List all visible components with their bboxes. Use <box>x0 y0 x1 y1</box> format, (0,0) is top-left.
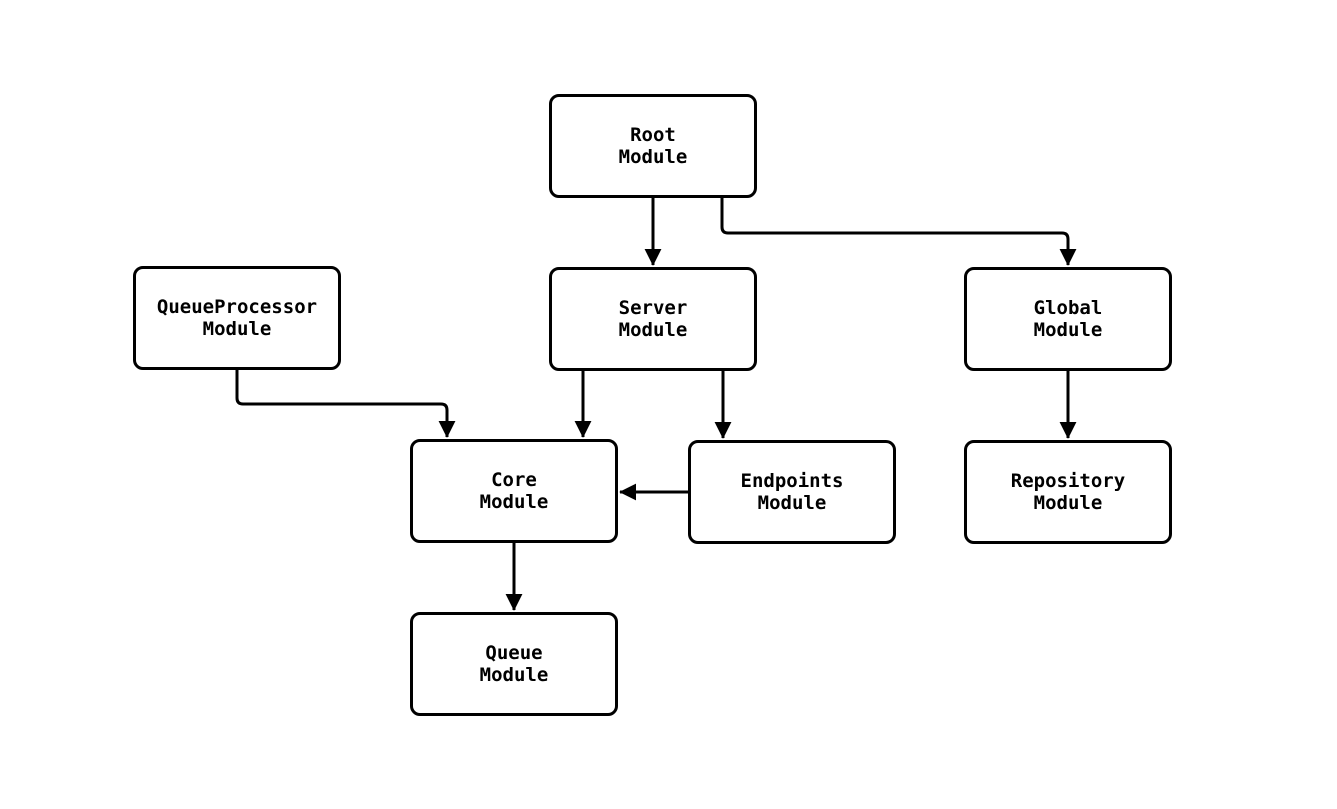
node-repository-module: Repository Module <box>964 440 1172 544</box>
node-endpoints-module: Endpoints Module <box>688 440 896 544</box>
node-repository-module-label: Repository Module <box>1010 470 1126 514</box>
node-core-module-label: Core Module <box>479 469 549 513</box>
node-server-module-label: Server Module <box>618 297 688 341</box>
node-root-module-label: Root Module <box>618 124 688 168</box>
node-server-module: Server Module <box>549 267 757 371</box>
node-queue-module-label: Queue Module <box>479 642 549 686</box>
edge-queueprocessor-to-core <box>235 370 456 438</box>
edge-root-to-global <box>720 198 1077 266</box>
node-queueprocessor-module-label: QueueProcessor Module <box>156 296 318 340</box>
node-global-module-label: Global Module <box>1033 297 1103 341</box>
node-endpoints-module-label: Endpoints Module <box>740 470 844 514</box>
node-core-module: Core Module <box>410 439 618 543</box>
node-root-module: Root Module <box>549 94 757 198</box>
node-queue-module: Queue Module <box>410 612 618 716</box>
node-queueprocessor-module: QueueProcessor Module <box>133 266 341 370</box>
node-global-module: Global Module <box>964 267 1172 371</box>
